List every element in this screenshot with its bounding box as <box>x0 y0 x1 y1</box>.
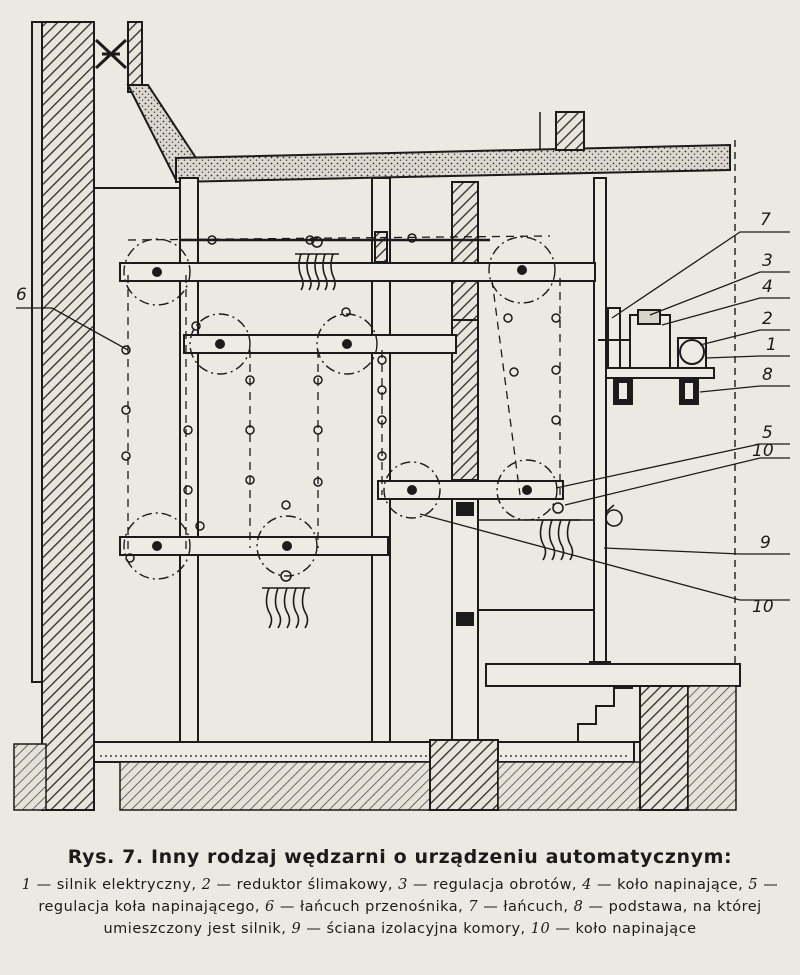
meat-hook-rack-icon <box>262 236 623 629</box>
callout-10-lower: 10 <box>752 597 774 617</box>
callout-3: 3 <box>762 251 773 271</box>
floor-and-stairs <box>13 663 741 811</box>
chimney-wall <box>31 21 143 811</box>
conveyor-chain <box>127 235 561 552</box>
frame-posts <box>179 177 391 757</box>
callout-10-upper: 10 <box>752 441 774 461</box>
caption-legend: 1 — silnik elektryczny, 2 — reduktor śli… <box>0 874 800 940</box>
legend-item: 8 — podstawa, na której umieszczony jest… <box>103 899 762 937</box>
callout-labels: 6 7 3 4 2 1 8 5 10 9 10 <box>16 210 777 617</box>
callout-4: 4 <box>762 277 773 297</box>
callout-5: 5 <box>762 423 773 443</box>
callout-9: 9 <box>760 533 771 553</box>
caption-title: Rys. 7. Inny rodzaj wędzarni o urządzeni… <box>67 846 733 868</box>
isolation-wall <box>589 177 611 673</box>
legend-item: 2 — reduktor ślimakowy, <box>201 877 393 893</box>
legend-item: 5 — regulacja koła napinającego, <box>38 877 779 915</box>
legend-item: 4 — koło napinające, <box>582 877 744 893</box>
callout-1: 1 <box>766 335 777 355</box>
chimney-fan-icon <box>94 38 128 70</box>
sprocket-wheels <box>123 236 558 580</box>
legend-item: 9 — ściana izolacyjna komory, <box>291 921 526 937</box>
legend-item: 6 — łańcuch przenośnika, <box>265 899 464 915</box>
figure-caption: Rys. 7. Inny rodzaj wędzarni o urządzeni… <box>0 838 800 968</box>
callout-7: 7 <box>760 210 771 230</box>
chain-links <box>121 233 561 563</box>
callout-6: 6 <box>16 285 27 305</box>
leader-lines <box>16 231 790 601</box>
horizontal-beams <box>119 238 596 556</box>
legend-item: 7 — łańcuch, <box>468 899 569 915</box>
callout-2: 2 <box>762 309 773 329</box>
legend-item: 10 — koło napinające <box>530 921 697 937</box>
wheel-hubs <box>152 265 532 551</box>
legend-item: 3 — regulacja obrotów, <box>398 877 578 893</box>
motor-assembly <box>598 307 715 405</box>
callout-8: 8 <box>762 365 773 385</box>
legend-item: 1 — silnik elektryczny, <box>21 877 197 893</box>
ceiling-slab <box>94 84 731 189</box>
smokehouse-diagram: 6 7 3 4 2 1 8 5 10 9 10 <box>13 21 790 811</box>
